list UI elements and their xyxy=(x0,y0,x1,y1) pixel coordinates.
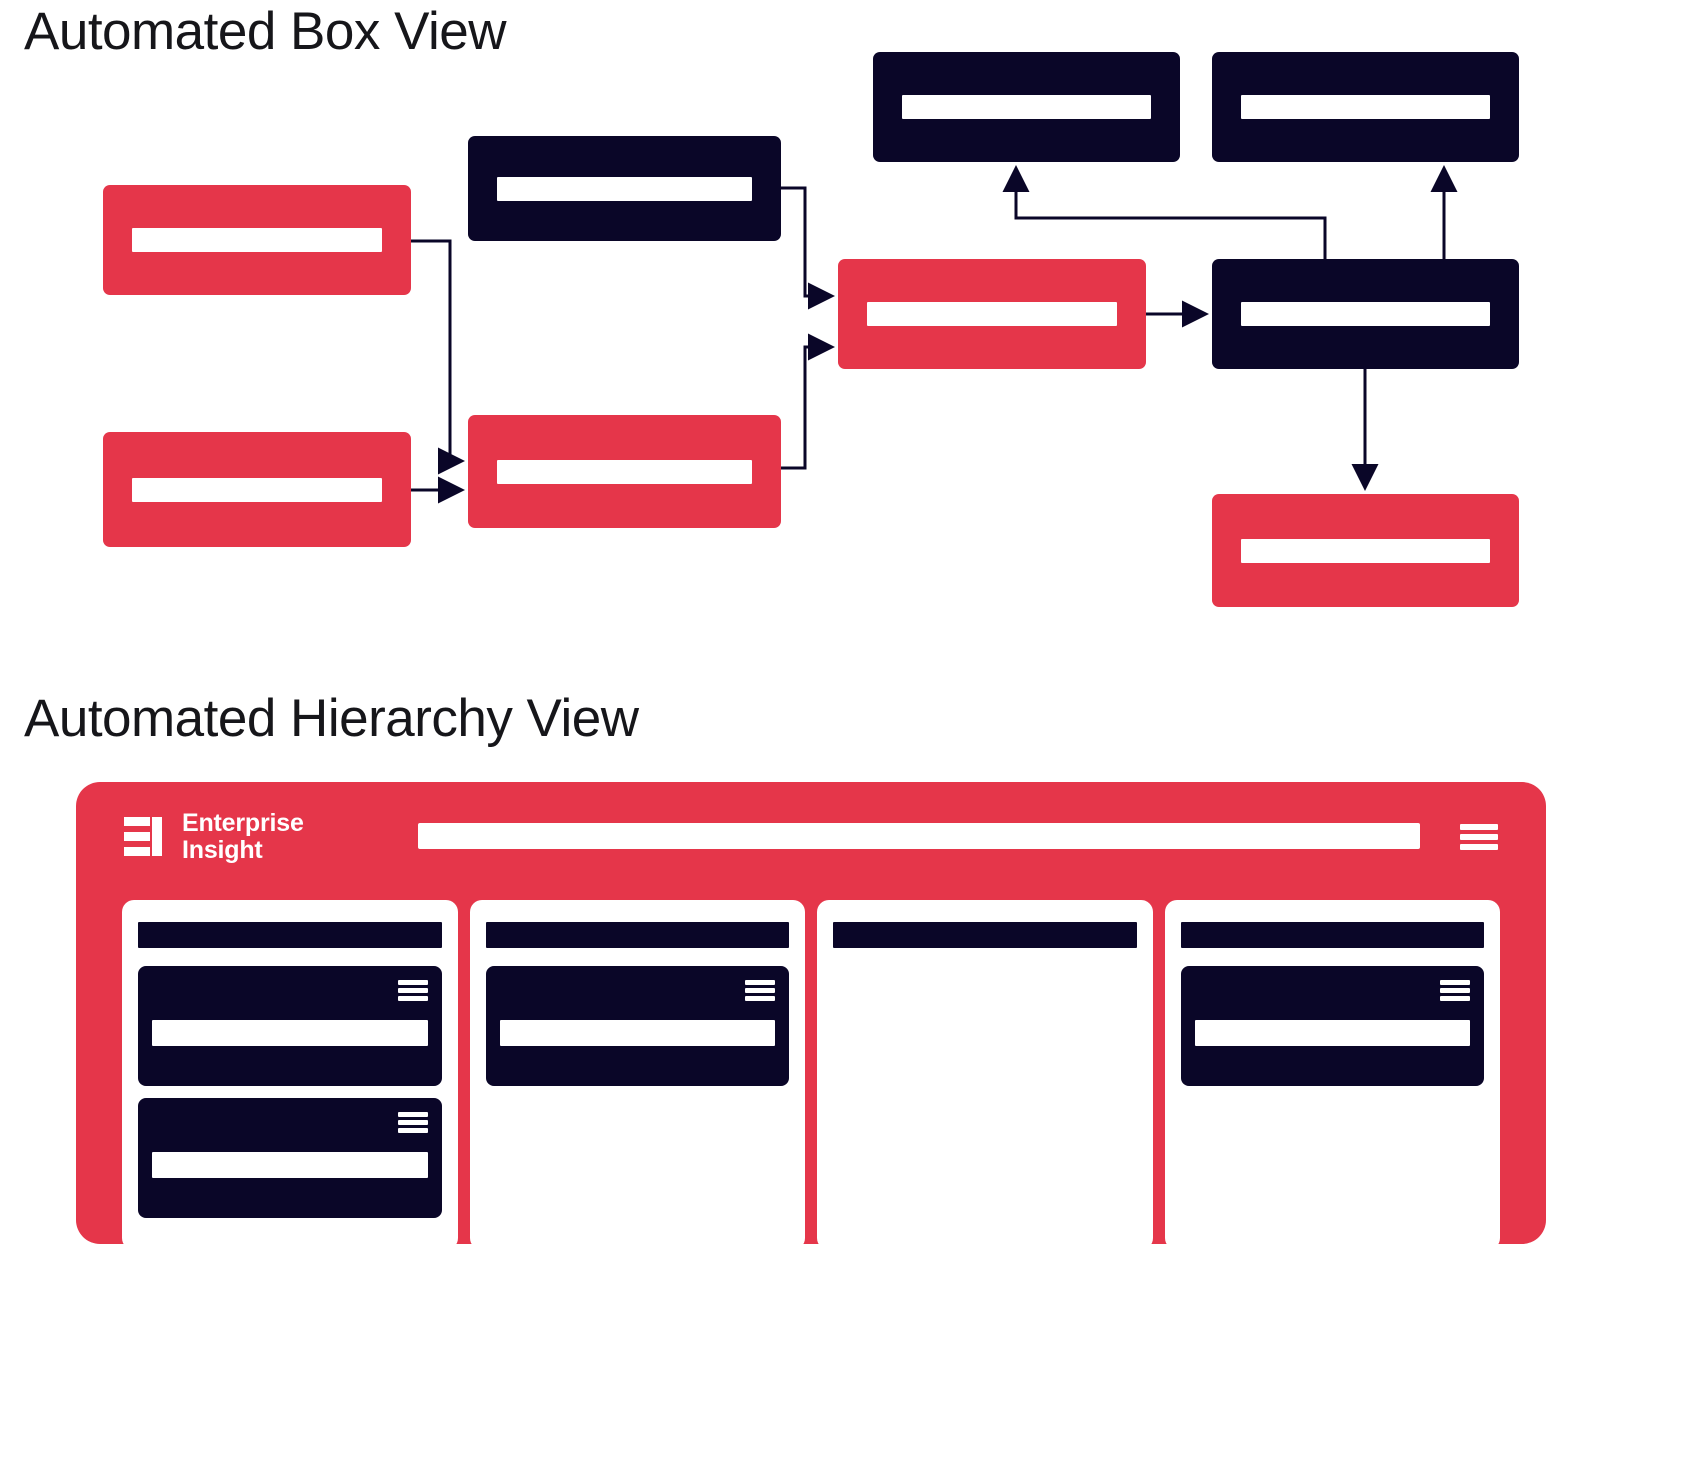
node-label-bar xyxy=(1241,302,1490,326)
card-content-bar xyxy=(152,1152,428,1178)
flow-node-dark-4[interactable] xyxy=(1212,259,1519,369)
brand-line-2: Insight xyxy=(182,836,263,864)
hierarchy-card-dark-4[interactable] xyxy=(1180,966,1484,1086)
node-label-bar xyxy=(902,95,1151,119)
brand-line-1: Enterprise xyxy=(182,809,304,837)
card-content-bar xyxy=(499,1020,775,1046)
flow-node-red-3[interactable] xyxy=(468,415,781,528)
card-hamburger-icon[interactable] xyxy=(1440,980,1470,1001)
ei-logo-icon xyxy=(124,814,170,860)
column-header-bar xyxy=(138,922,442,948)
hierarchy-columns xyxy=(122,900,1500,1250)
node-label-bar xyxy=(1241,538,1490,563)
card-spacer xyxy=(152,1046,428,1072)
flow-node-red-2[interactable] xyxy=(103,432,411,547)
node-label-bar xyxy=(867,302,1117,326)
node-label-bar xyxy=(1241,95,1490,119)
node-label-bar xyxy=(497,176,752,201)
card-hamburger-icon[interactable] xyxy=(397,1112,428,1133)
node-label-bar xyxy=(497,459,752,484)
card-content-bar xyxy=(1194,1020,1470,1046)
flow-node-dark-1[interactable] xyxy=(468,136,781,241)
hierarchy-column-1 xyxy=(122,900,458,1250)
page-title-hierarchy-view: Automated Hierarchy View xyxy=(24,689,639,748)
column-header-bar xyxy=(833,922,1137,948)
hierarchy-column-3 xyxy=(817,900,1153,1250)
node-label-bar xyxy=(132,228,382,252)
hierarchy-view-section: Automated Hierarchy View Enterprise Insi… xyxy=(0,660,1688,1482)
node-label-bar xyxy=(132,477,382,502)
app-topbar: Enterprise Insight xyxy=(76,782,1546,894)
flow-node-dark-3[interactable] xyxy=(1212,52,1519,162)
brand-name: Enterprise Insight xyxy=(182,810,304,864)
column-header-bar xyxy=(485,922,789,948)
menu-hamburger-icon[interactable] xyxy=(1460,824,1498,850)
card-content-bar xyxy=(152,1020,428,1046)
flow-connectors xyxy=(411,165,1458,504)
brand-logo[interactable]: Enterprise Insight xyxy=(124,810,304,864)
flow-node-red-4[interactable] xyxy=(838,259,1146,369)
hierarchy-column-2 xyxy=(469,900,805,1250)
card-spacer xyxy=(152,1178,428,1204)
flow-node-dark-2[interactable] xyxy=(873,52,1180,162)
flow-node-red-5[interactable] xyxy=(1212,494,1519,607)
card-spacer xyxy=(1195,1046,1471,1072)
card-hamburger-icon[interactable] xyxy=(397,980,428,1001)
page-title-box-view: Automated Box View xyxy=(24,2,507,61)
box-view-section: Automated Box View xyxy=(0,0,1688,660)
hierarchy-card-dark-1[interactable] xyxy=(138,966,442,1086)
flow-node-red-1[interactable] xyxy=(103,185,411,295)
search-input[interactable] xyxy=(418,823,1420,849)
hierarchy-card-dark-3[interactable] xyxy=(485,966,789,1086)
hierarchy-column-4 xyxy=(1164,900,1500,1250)
hierarchy-card-dark-2[interactable] xyxy=(138,1098,442,1218)
card-spacer xyxy=(500,1046,776,1072)
column-header-bar xyxy=(1180,922,1484,948)
card-hamburger-icon[interactable] xyxy=(745,980,775,1001)
hierarchy-app-window: Enterprise Insight xyxy=(76,782,1546,1250)
